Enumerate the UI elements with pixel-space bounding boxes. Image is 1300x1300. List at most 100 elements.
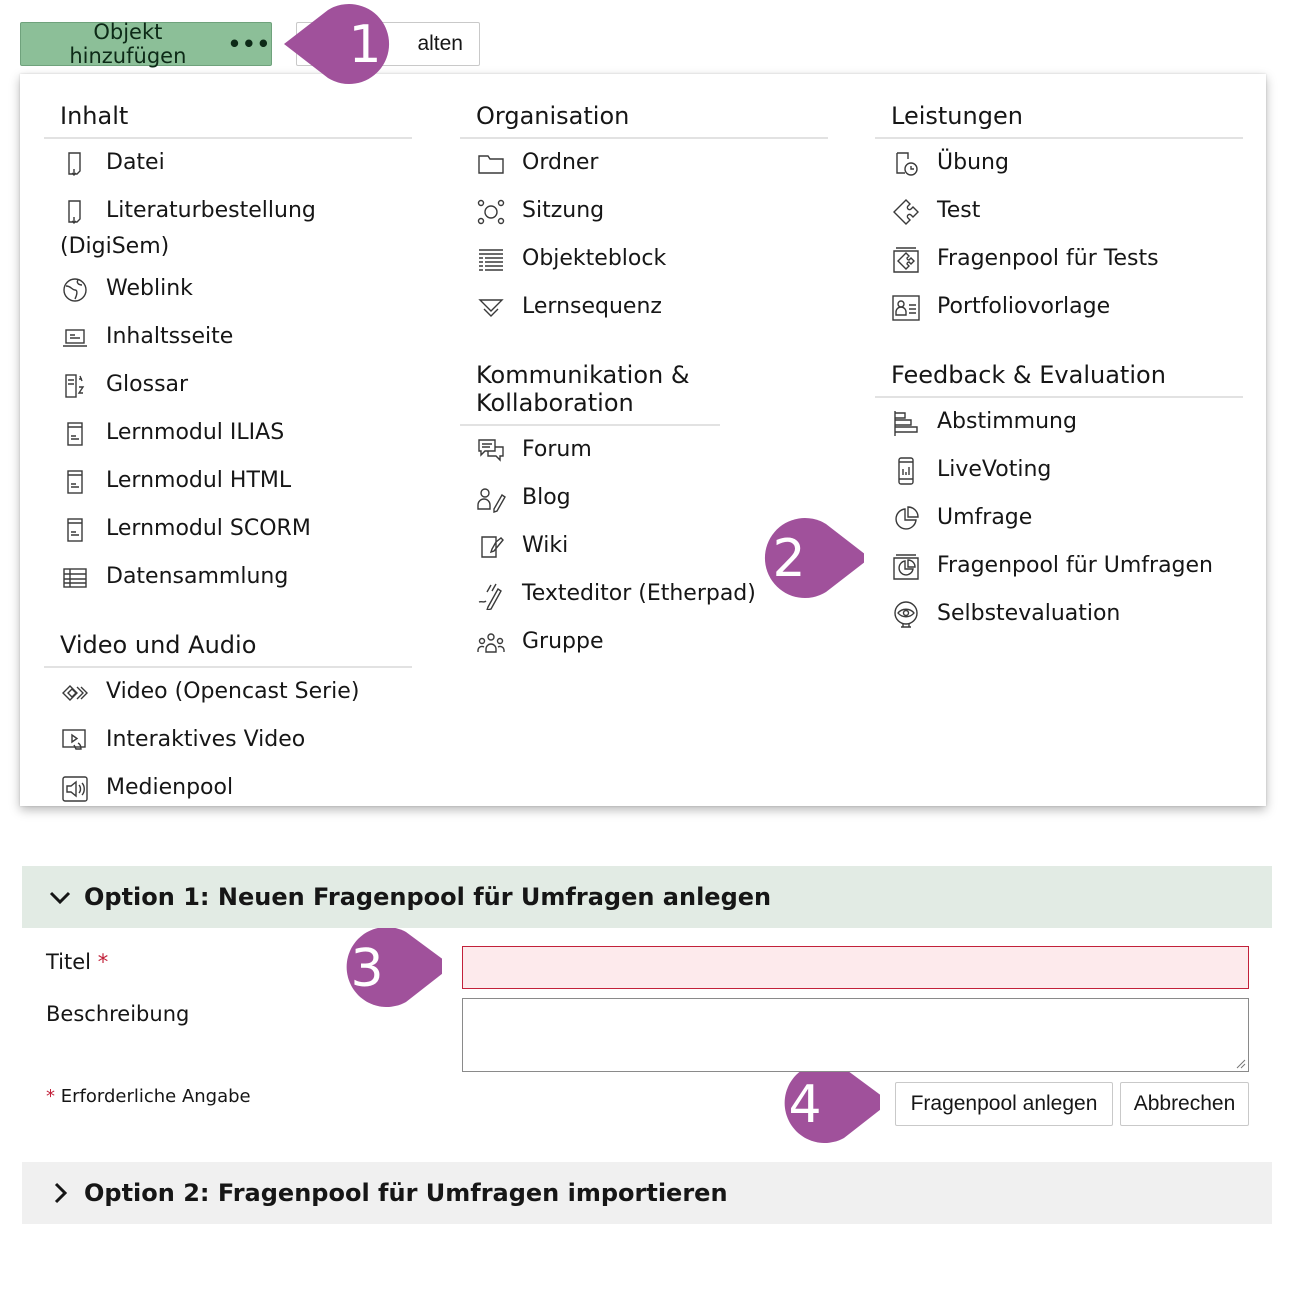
callout-marker-1: 1 (284, 0, 404, 90)
blog-icon (476, 484, 510, 514)
menu-item-label: Inhaltsseite (106, 324, 234, 349)
list-block-icon (476, 245, 510, 275)
resize-handle-icon[interactable] (1234, 1057, 1246, 1069)
menu-item-label: Lernmodul SCORM (106, 516, 311, 541)
menu-item-gruppe[interactable]: Gruppe (460, 628, 828, 658)
eye-icon (891, 600, 925, 630)
description-label: Beschreibung (46, 1002, 190, 1026)
menu-item-label: Texteditor (Etherpad) (522, 581, 756, 606)
menu-item-label-continued: (DigiSem) (60, 234, 170, 259)
callout-marker-2: 2 (744, 514, 870, 604)
menu-column-organisation: Organisation Ordner Sitzung Objekteblock… (460, 74, 828, 676)
menu-item-fragenpool-umfragen[interactable]: Fragenpool für Umfragen (875, 552, 1243, 582)
menu-item-weblink[interactable]: Weblink (44, 275, 412, 305)
required-star: * (97, 950, 109, 974)
create-pool-button[interactable]: Fragenpool anlegen (895, 1082, 1113, 1126)
survey-pool-icon (891, 552, 925, 582)
forum-icon (476, 436, 510, 466)
menu-item-video-opencast[interactable]: Video (Opencast Serie) (44, 678, 412, 708)
menu-item-selbstevaluation[interactable]: Selbstevaluation (875, 600, 1243, 630)
menu-item-uebung[interactable]: Übung (875, 149, 1243, 179)
menu-item-sitzung[interactable]: Sitzung (460, 197, 828, 227)
menu-item-fragenpool-tests[interactable]: Fragenpool für Tests (875, 245, 1243, 275)
required-star: * (46, 1086, 55, 1107)
menu-item-livevoting[interactable]: LiveVoting (875, 456, 1243, 486)
menu-item-ordner[interactable]: Ordner (460, 149, 828, 179)
puzzle-icon (891, 197, 925, 227)
group-title-organisation: Organisation (460, 74, 828, 139)
menu-item-inhaltsseite[interactable]: Inhaltsseite (44, 323, 412, 353)
menu-item-lernmodul-html[interactable]: Lernmodul HTML (44, 467, 412, 497)
menu-item-lernsequenz[interactable]: Lernsequenz (460, 293, 828, 323)
add-object-button[interactable]: Objekt hinzufügen ••• (20, 20, 272, 68)
puzzle-pool-icon (891, 245, 925, 275)
menu-item-medienpool[interactable]: Medienpool (44, 774, 412, 804)
menu-item-label: Lernmodul HTML (106, 468, 292, 493)
speaker-icon (60, 774, 94, 804)
menu-item-umfrage[interactable]: Umfrage (875, 504, 1243, 534)
group-title-video-audio: Video und Audio (44, 611, 412, 668)
menu-item-forum[interactable]: Forum (460, 436, 828, 466)
option1-toggle[interactable]: Option 1: Neuen Fragenpool für Umfragen … (22, 866, 1272, 928)
add-object-dropdown: Inhalt Datei Literaturbestellung (DigiSe… (20, 74, 1266, 806)
title-label: Titel * (46, 950, 108, 974)
menu-item-label: Fragenpool für Umfragen (937, 553, 1213, 578)
folder-icon (476, 149, 510, 179)
menu-item-test[interactable]: Test (875, 197, 1243, 227)
menu-item-datensammlung[interactable]: Datensammlung (44, 563, 412, 593)
file-icon (60, 149, 94, 179)
menu-item-glossar[interactable]: Glossar (44, 371, 412, 401)
menu-column-content: Inhalt Datei Literaturbestellung (DigiSe… (44, 74, 412, 822)
menu-item-label: Glossar (106, 372, 189, 397)
menu-item-objekteblock[interactable]: Objekteblock (460, 245, 828, 275)
menu-item-wiki[interactable]: Wiki (460, 532, 828, 562)
callout-marker-3: 3 (322, 924, 452, 1014)
option1-title: Option 1: Neuen Fragenpool für Umfragen … (84, 883, 772, 911)
menu-item-label: Lernmodul ILIAS (106, 420, 285, 445)
group-icon (476, 628, 510, 658)
description-textarea[interactable] (462, 998, 1249, 1072)
add-object-label: Objekt hinzufügen (69, 20, 187, 68)
callout-number: 3 (350, 939, 384, 999)
group-title-kommunikation: Kommunikation & Kollaboration (460, 341, 720, 426)
menu-item-label: Datei (106, 150, 165, 175)
menu-item-label: Objekteblock (522, 246, 667, 271)
pen-icon (476, 580, 510, 611)
menu-column-leistungen: Leistungen Übung Test Fragenpool für Tes… (875, 74, 1243, 648)
menu-item-datei[interactable]: Datei (44, 149, 412, 179)
menu-item-label: Blog (522, 485, 571, 510)
glossary-icon (60, 371, 94, 401)
menu-item-label: Forum (522, 437, 592, 462)
livevoting-icon (891, 456, 925, 486)
required-note: * Erforderliche Angabe (46, 1086, 251, 1107)
menu-item-label: Ordner (522, 150, 599, 175)
menu-item-interaktives-video[interactable]: Interaktives Video (44, 726, 412, 756)
title-input[interactable] (462, 946, 1249, 989)
module-icon (60, 467, 94, 497)
menu-item-abstimmung[interactable]: Abstimmung (875, 408, 1243, 438)
menu-item-literaturbestellung[interactable]: Literaturbestellung (44, 197, 412, 227)
sequence-icon (476, 293, 510, 323)
menu-item-lernmodul-scorm[interactable]: Lernmodul SCORM (44, 515, 412, 545)
menu-item-label: Literaturbestellung (106, 198, 316, 223)
file-icon (60, 197, 94, 227)
chevron-right-icon (48, 1181, 72, 1205)
menu-item-texteditor[interactable]: Texteditor (Etherpad) (460, 580, 828, 611)
group-title-content: Inhalt (44, 74, 412, 139)
menu-item-label: Gruppe (522, 629, 604, 654)
group-title-feedback: Feedback & Evaluation (875, 341, 1243, 398)
menu-item-label: Selbstevaluation (937, 601, 1121, 626)
menu-item-portfoliovorlage[interactable]: Portfoliovorlage (875, 293, 1243, 323)
opencast-icon (60, 678, 94, 708)
interactive-video-icon (60, 726, 94, 756)
menu-item-label: Lernsequenz (522, 294, 662, 319)
table-icon (60, 563, 94, 593)
menu-item-label: Datensammlung (106, 564, 289, 589)
menu-item-blog[interactable]: Blog (460, 484, 828, 514)
cancel-button[interactable]: Abbrechen (1120, 1082, 1249, 1126)
menu-item-lernmodul-ilias[interactable]: Lernmodul ILIAS (44, 419, 412, 449)
callout-marker-4: 4 (760, 1060, 890, 1150)
option2-toggle[interactable]: Option 2: Fragenpool für Umfragen import… (22, 1162, 1272, 1224)
callout-number: 1 (348, 15, 382, 75)
laptop-icon (60, 323, 94, 353)
